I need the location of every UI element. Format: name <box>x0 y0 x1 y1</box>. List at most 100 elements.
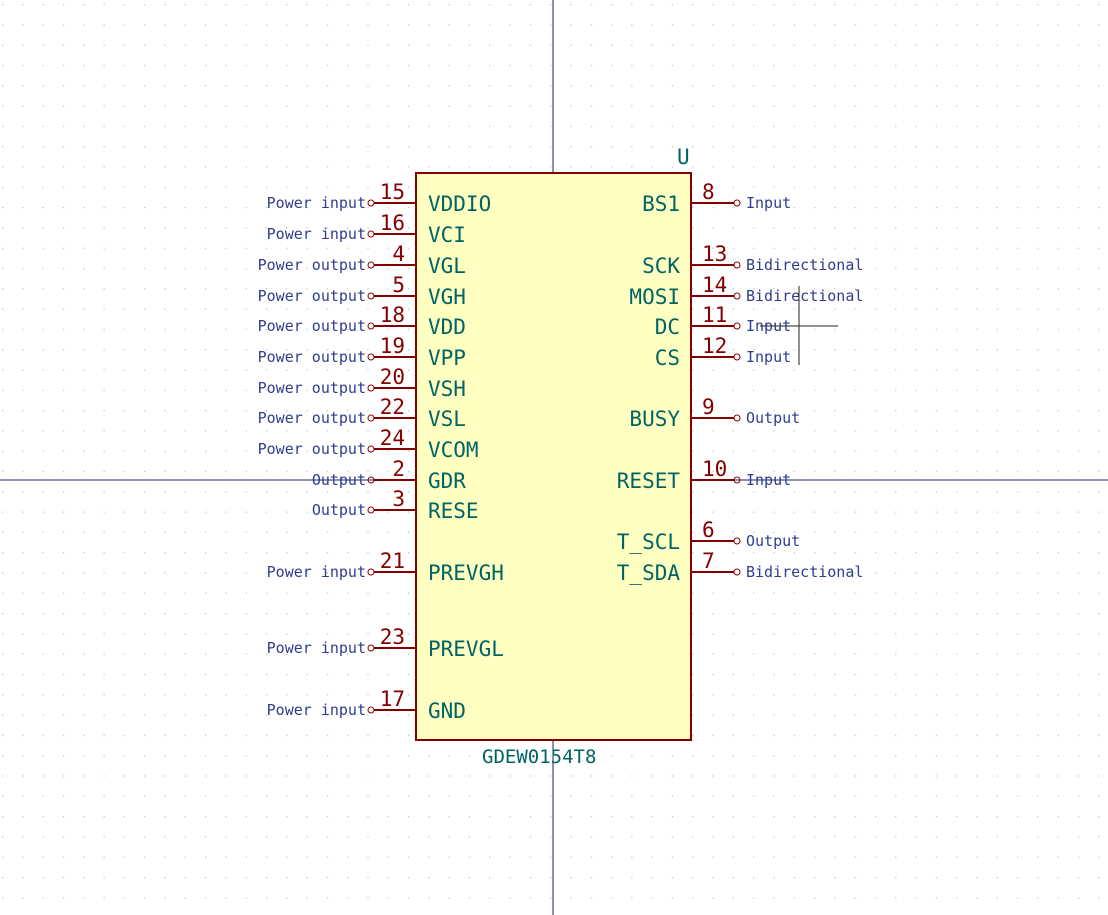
pin-connection-circle <box>367 506 375 514</box>
pin-electrical-type: Bidirectional <box>746 287 863 305</box>
pin-number: 7 <box>702 549 715 573</box>
pin-name: PREVGH <box>428 561 504 585</box>
pin-connection-circle <box>733 476 741 484</box>
pin-connection-circle <box>367 414 375 422</box>
pin-connection-circle <box>733 199 741 207</box>
pin-electrical-type: Output <box>746 532 800 550</box>
pin-name: GND <box>428 699 466 723</box>
pin-electrical-type: Output <box>746 409 800 427</box>
pin-electrical-type: Input <box>746 194 791 212</box>
pin-number: 19 <box>380 334 405 358</box>
component-body[interactable] <box>415 172 692 741</box>
pin-connection-circle <box>733 537 741 545</box>
pin-name: BS1 <box>642 192 680 216</box>
pin-connection-circle <box>367 353 375 361</box>
pin-number: 14 <box>702 273 727 297</box>
pin-electrical-type: Power output <box>258 317 366 335</box>
component-value[interactable]: GDEW0154T8 <box>482 746 596 768</box>
pin-name: T_SDA <box>617 561 681 585</box>
pin-number: 23 <box>380 625 405 649</box>
pin-number: 9 <box>702 395 715 419</box>
pin-number: 12 <box>702 334 727 358</box>
pin-connection-circle <box>367 568 375 576</box>
pin-connection-circle <box>367 644 375 652</box>
pin-electrical-type: Bidirectional <box>746 256 863 274</box>
pin-number: 6 <box>702 518 715 542</box>
pin-connection-circle <box>733 261 741 269</box>
pin-number: 22 <box>380 395 405 419</box>
component-reference[interactable]: U <box>677 145 690 169</box>
pin-electrical-type: Power input <box>267 563 366 581</box>
pin-number: 20 <box>380 365 405 389</box>
pin-number: 13 <box>702 242 727 266</box>
pin-connection-circle <box>367 706 375 714</box>
pin-name: RESE <box>428 499 479 523</box>
pin-connection-circle <box>367 476 375 484</box>
pin-7[interactable]: 7T_SDA Bidirectional <box>617 549 864 585</box>
pin-connection-circle <box>733 353 741 361</box>
pin-electrical-type: Power input <box>267 639 366 657</box>
pin-number: 18 <box>380 303 405 327</box>
pin-name: MOSI <box>629 285 680 309</box>
pin-name: PREVGL <box>428 637 504 661</box>
pin-name: DC <box>655 315 680 339</box>
pin-connection-circle <box>367 292 375 300</box>
pin-name: GDR <box>428 469 466 493</box>
pin-electrical-type: Power output <box>258 348 366 366</box>
pin-electrical-type: Power output <box>258 287 366 305</box>
pin-name: CS <box>655 346 680 370</box>
pin-name: VGL <box>428 254 466 278</box>
pin-number: 24 <box>380 426 405 450</box>
pin-connection-circle <box>367 261 375 269</box>
pin-number: 17 <box>380 687 405 711</box>
pin-name: BUSY <box>629 407 680 431</box>
pin-name: RESET <box>617 469 681 493</box>
pin-electrical-type: Bidirectional <box>746 563 863 581</box>
pin-number: 16 <box>380 211 405 235</box>
pin-electrical-type: Power input <box>267 225 366 243</box>
pin-name: VGH <box>428 285 466 309</box>
pin-connection-circle <box>733 414 741 422</box>
pin-name: VDD <box>428 315 466 339</box>
pin-number: 10 <box>702 457 727 481</box>
pin-number: 2 <box>392 457 405 481</box>
pin-name: VSH <box>428 377 466 401</box>
pin-electrical-type: Power output <box>258 440 366 458</box>
pin-electrical-type: Output <box>312 501 366 519</box>
pin-number: 5 <box>392 273 405 297</box>
pin-electrical-type: Power input <box>267 701 366 719</box>
pin-number: 8 <box>702 180 715 204</box>
pin-name: SCK <box>642 254 680 278</box>
pin-connection-circle <box>367 384 375 392</box>
pin-connection-circle <box>367 322 375 330</box>
pin-electrical-type: Power output <box>258 379 366 397</box>
pin-connection-circle <box>733 292 741 300</box>
pin-connection-circle <box>733 322 741 330</box>
pin-6[interactable]: 6T_SCL Output <box>617 518 800 554</box>
pin-electrical-type: Input <box>746 471 791 489</box>
pin-name: T_SCL <box>617 530 680 554</box>
